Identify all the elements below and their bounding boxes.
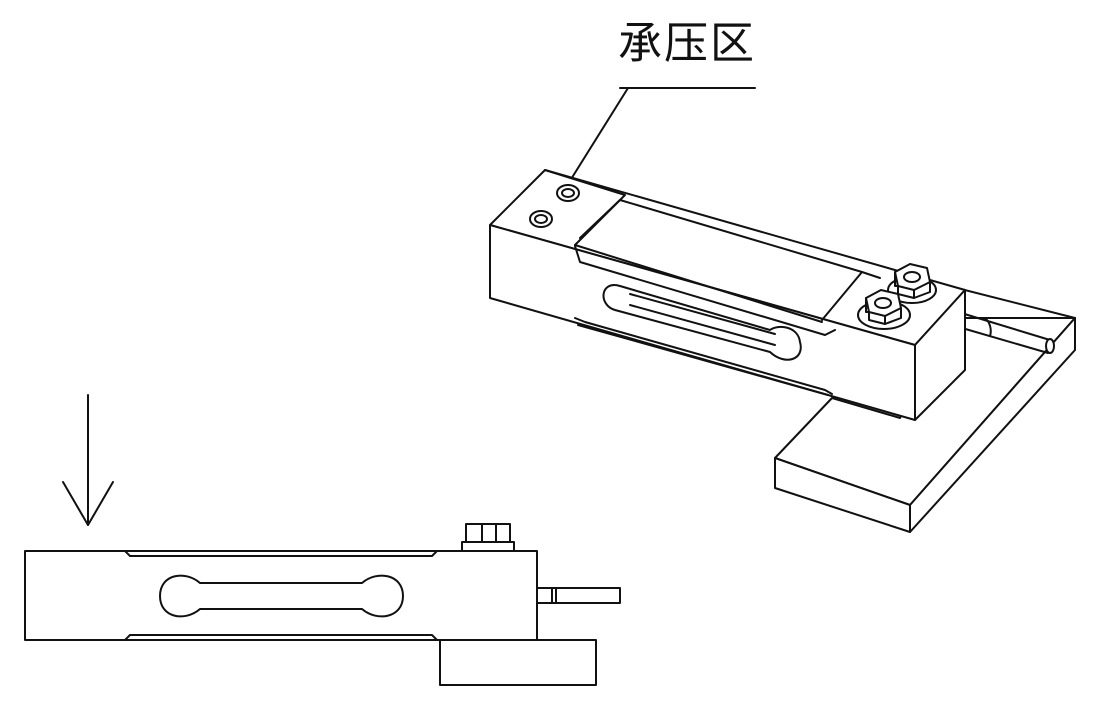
side-view-load-cell bbox=[25, 395, 620, 685]
side-strain-slot bbox=[160, 576, 403, 617]
iso-hex-nut-icon-1 bbox=[888, 264, 936, 303]
iso-strain-slot bbox=[604, 285, 801, 360]
iso-mount-hole-1 bbox=[557, 185, 579, 201]
iso-cable bbox=[958, 312, 1054, 353]
iso-beam bbox=[490, 170, 965, 420]
side-base-block bbox=[440, 640, 596, 685]
side-beam bbox=[25, 551, 537, 640]
iso-mount-hole-2 bbox=[530, 211, 552, 227]
side-cable-icon bbox=[537, 588, 620, 603]
isometric-load-cell bbox=[490, 170, 1075, 532]
load-bearing-zone-label: 承压区 bbox=[618, 18, 756, 69]
side-hex-nut-icon bbox=[462, 524, 514, 551]
iso-base-plate bbox=[775, 285, 1075, 532]
iso-hex-nut-icon-2 bbox=[858, 290, 910, 329]
down-arrow-icon bbox=[63, 395, 113, 525]
